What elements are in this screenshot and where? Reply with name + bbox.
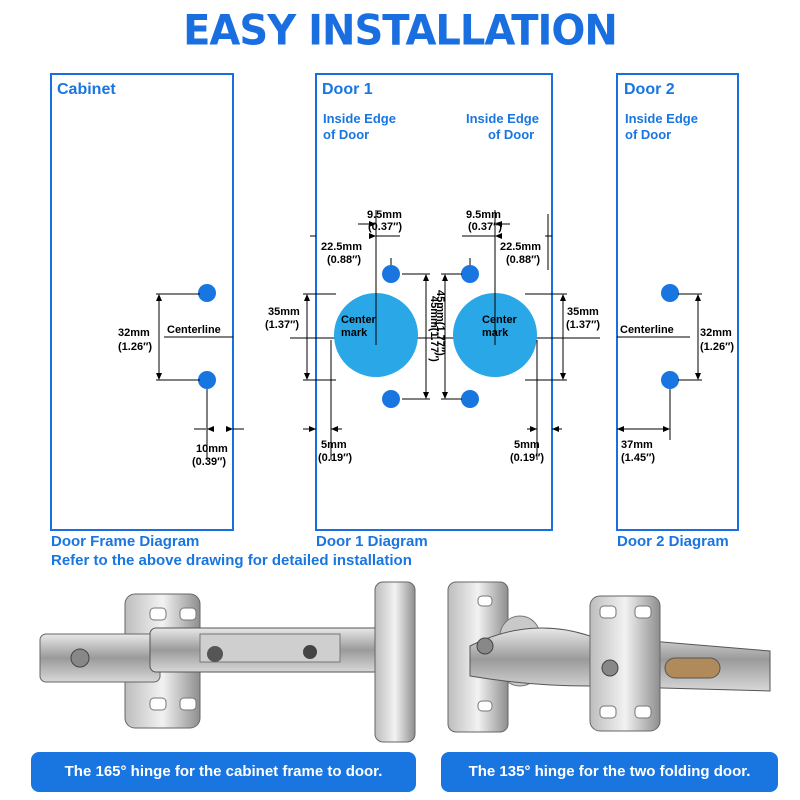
door1-hole-left-bottom xyxy=(382,390,400,408)
door1-hole-left-top xyxy=(382,265,400,283)
cabinet-dim-edge-in: (0.39″) xyxy=(192,456,226,468)
cabinet-hole-top xyxy=(198,284,216,302)
page-title: EASY INSTALLATION xyxy=(183,6,618,56)
cabinet-dim-edge-mm: 10mm xyxy=(196,443,228,455)
door2-dim-spacing-mm: 32mm xyxy=(700,327,732,339)
cabinet-dim-spacing-mm: 32mm xyxy=(118,327,150,339)
door2-dim-edge-mm: 37mm xyxy=(621,439,653,451)
installation-note: Refer to the above drawing for detailed … xyxy=(51,552,412,569)
cabinet-dim-spacing-in: (1.26″) xyxy=(118,341,152,353)
door2-label: Door 2 xyxy=(624,81,675,98)
door2-caption: Door 2 Diagram xyxy=(617,533,729,550)
cabinet-centerline-label: Centerline xyxy=(167,324,221,336)
dim-35-right-mm: 35mm xyxy=(567,306,599,318)
door2-dim-spacing-in: (1.26″) xyxy=(700,341,734,353)
banner-135-hinge: The 135° hinge for the two folding door. xyxy=(441,752,778,792)
dim-9-5-left-in: (0.37″) xyxy=(368,221,402,233)
door2-edge-line2: of Door xyxy=(625,127,671,142)
door1-hole-right-bottom xyxy=(461,390,479,408)
hinge-135-photo xyxy=(447,581,771,733)
cabinet-label: Cabinet xyxy=(57,81,116,98)
center-mark-left-line1: Center xyxy=(341,314,377,326)
door2-hole-top xyxy=(661,284,679,302)
dim-45-left: 45mm(1.77″) xyxy=(428,296,440,362)
door1-hole-right-top xyxy=(461,265,479,283)
hinge-165-photo xyxy=(39,581,416,743)
door1-edge-right-line2: of Door xyxy=(488,127,534,142)
door1-panel xyxy=(315,73,553,531)
door2-centerline-label: Centerline xyxy=(620,324,674,336)
dim-35-left-mm: 35mm xyxy=(268,306,300,318)
center-mark-right-line2: mark xyxy=(482,327,509,339)
door1-edge-left-line1: Inside Edge xyxy=(323,111,396,126)
cabinet-caption: Door Frame Diagram xyxy=(51,533,200,550)
dim-9-5-right-in: (0.37″) xyxy=(468,221,502,233)
cabinet-panel xyxy=(50,73,234,531)
cabinet-hole-bottom xyxy=(198,371,216,389)
center-mark-right-line1: Center xyxy=(482,314,518,326)
dim-5-left-mm: 5mm xyxy=(321,439,347,451)
dim-5-left-in: (0.19″) xyxy=(318,452,352,464)
dim-9-5-right-mm: 9.5mm xyxy=(466,209,501,221)
center-mark-left-line2: mark xyxy=(341,327,368,339)
door2-panel xyxy=(616,73,739,531)
dim-35-left-in: (1.37″) xyxy=(265,319,299,331)
door1-label: Door 1 xyxy=(322,81,373,98)
dim-5-right-in: (0.19″) xyxy=(510,452,544,464)
door1-edge-right-line1: Inside Edge xyxy=(466,111,539,126)
dim-5-right-mm: 5mm xyxy=(514,439,540,451)
door2-dim-edge-in: (1.45″) xyxy=(621,452,655,464)
dim-22-5-left-in: (0.88″) xyxy=(327,254,361,266)
door2-edge-line1: Inside Edge xyxy=(625,111,698,126)
dim-22-5-left-mm: 22.5mm xyxy=(321,241,362,253)
door1-caption: Door 1 Diagram xyxy=(316,533,428,550)
door2-hole-bottom xyxy=(661,371,679,389)
dim-22-5-right-mm: 22.5mm xyxy=(500,241,541,253)
door1-edge-left-line2: of Door xyxy=(323,127,369,142)
dim-45-right: 45mm(1.77″) xyxy=(434,290,446,356)
dim-22-5-right-in: (0.88″) xyxy=(506,254,540,266)
dim-35-right-in: (1.37″) xyxy=(566,319,600,331)
banner-165-hinge: The 165° hinge for the cabinet frame to … xyxy=(31,752,416,792)
dim-9-5-left-mm: 9.5mm xyxy=(367,209,402,221)
